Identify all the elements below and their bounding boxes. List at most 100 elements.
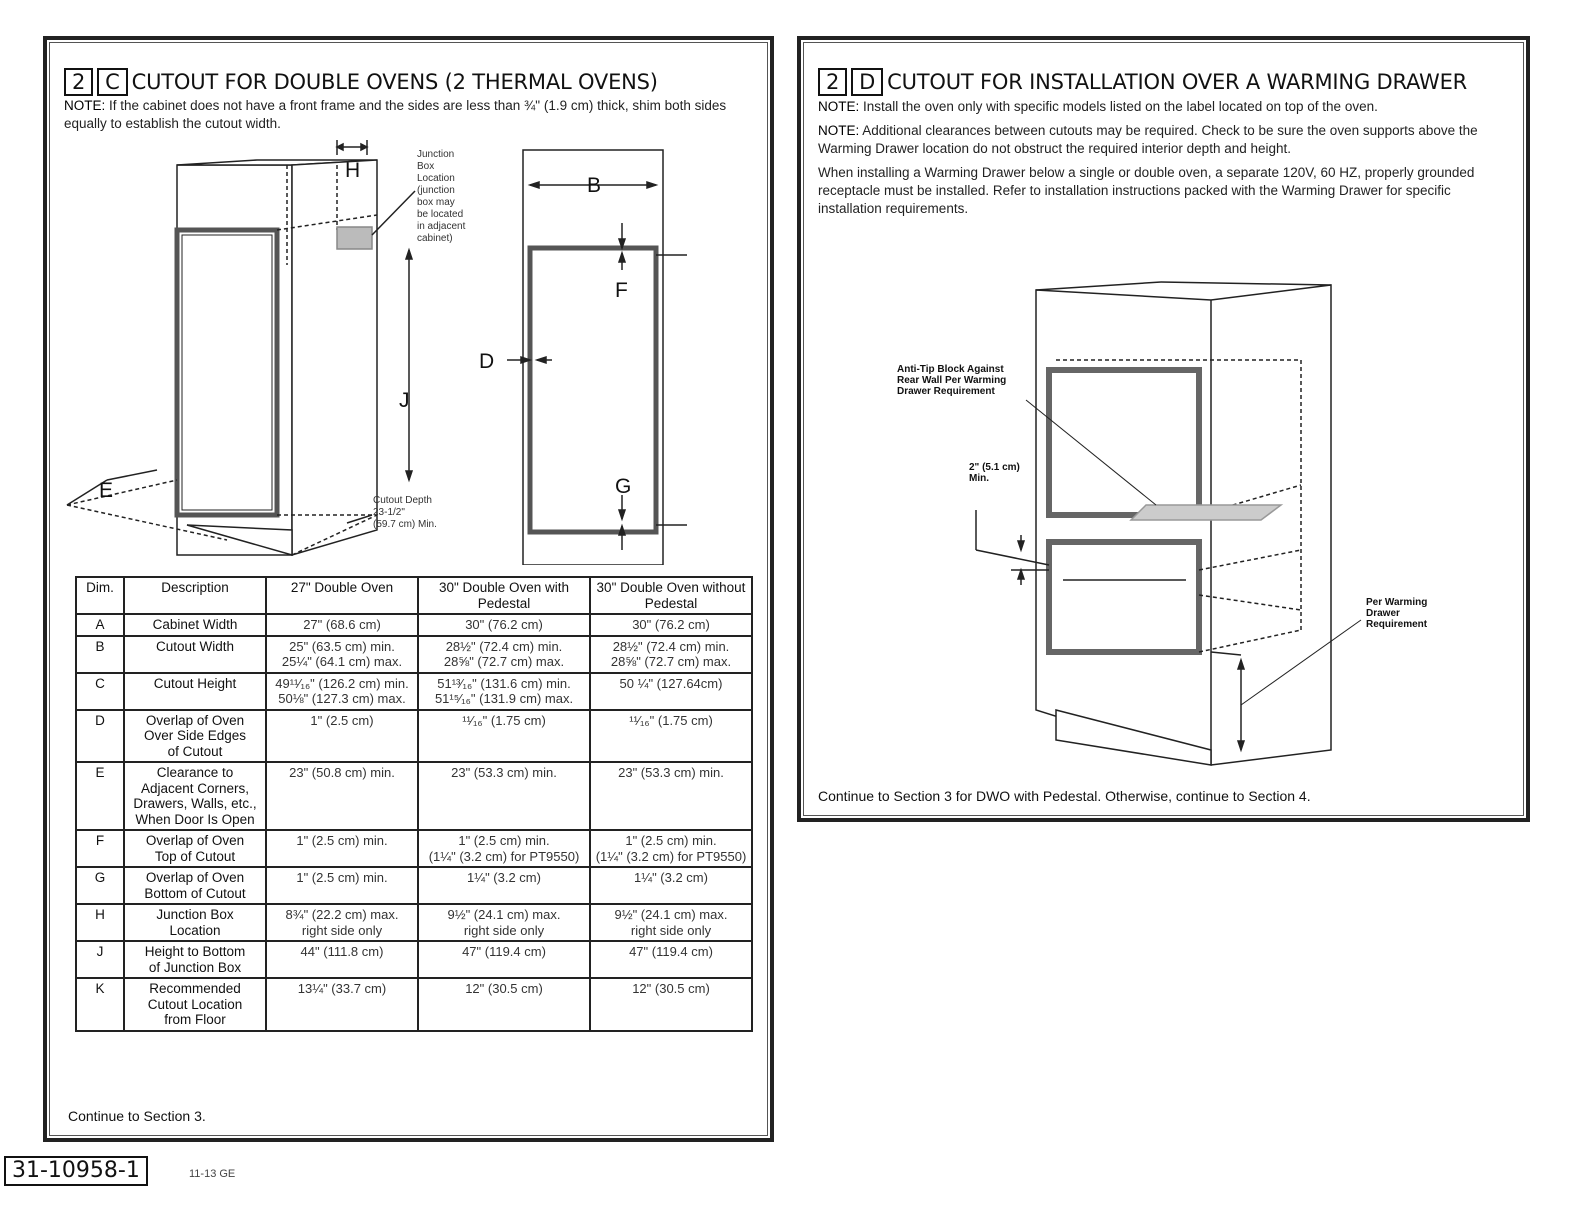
table-cell-c1: 25" (63.5 cm) min. 25¼" (64.1 cm) max. [265, 634, 419, 674]
table-cell-c3: 47" (119.4 cm) [589, 940, 753, 979]
section-2d-note-2: NOTE: Additional clearances between cuto… [818, 122, 1508, 158]
table-cell-c2: 23" (53.3 cm) min. [417, 761, 591, 831]
table-cell-desc: Clearance to Adjacent Corners, Drawers, … [123, 761, 267, 831]
table-cell-c1: 49¹¹⁄₁₆" (126.2 cm) min. 50⅛" (127.3 cm)… [265, 671, 419, 711]
section-title-text: CUTOUT FOR INSTALLATION OVER A WARMING D… [887, 70, 1468, 94]
table-cell-dim: E [75, 761, 125, 831]
table-cell-c2: 9½" (24.1 cm) max. right side only [417, 903, 591, 942]
document-number: 31-10958-1 [4, 1156, 148, 1186]
table-header-cell: 30" Double Oven without Pedestal [589, 576, 753, 615]
table-cell-c1: 1" (2.5 cm) min. [265, 866, 419, 905]
table-cell-dim: K [75, 977, 125, 1032]
table-header-cell: Description [123, 576, 267, 615]
table-cell-dim: D [75, 708, 125, 763]
section-number-box: 2 [818, 68, 848, 96]
table-cell-dim: B [75, 634, 125, 674]
note-text: Additional clearances between cutouts ma… [818, 123, 1478, 156]
section-2c-note: NOTE: If the cabinet does not have a fro… [64, 97, 764, 133]
table-cell-dim: J [75, 940, 125, 979]
table-cell-c1: 27" (68.6 cm) [265, 613, 419, 637]
section-2d-title: 2 D CUTOUT FOR INSTALLATION OVER A WARMI… [818, 68, 1467, 96]
label-g: G [615, 475, 631, 498]
anti-tip-note-line: Anti-Tip Block Against [897, 364, 1004, 375]
table-cell-c3: 1" (2.5 cm) min. (1¼" (3.2 cm) for PT955… [589, 829, 753, 868]
note-text: Install the oven only with specific mode… [863, 99, 1378, 114]
label-h: H [345, 159, 360, 182]
table-cell-desc: Cutout Height [123, 671, 267, 711]
table-cell-desc: Overlap of Oven Bottom of Cutout [123, 866, 267, 905]
section-2d-note-1: NOTE: Install the oven only with specifi… [818, 98, 1508, 116]
table-cell-c2: 47" (119.4 cm) [417, 940, 591, 979]
table-cell-c3: ¹¹⁄₁₆" (1.75 cm) [589, 708, 753, 763]
table-cell-c2: 1" (2.5 cm) min. (1¼" (3.2 cm) for PT955… [417, 829, 591, 868]
table-cell-c1: 1" (2.5 cm) min. [265, 829, 419, 868]
note-label: NOTE: [818, 99, 860, 114]
junction-box-note-line: in adjacent [417, 221, 466, 232]
section-2d-paragraph: When installing a Warming Drawer below a… [818, 165, 1475, 216]
per-warming-note-line: Drawer [1366, 608, 1400, 619]
section-letter-box: D [851, 68, 884, 96]
table-cell-c2: 1¼" (3.2 cm) [417, 866, 591, 905]
table-cell-c2: 28½" (72.4 cm) min. 28⅝" (72.7 cm) max. [417, 634, 591, 674]
section-2c-panel: 2 C CUTOUT FOR DOUBLE OVENS (2 THERMAL O… [43, 36, 774, 1142]
table-cell-desc: Overlap of Oven Over Side Edges of Cutou… [123, 708, 267, 763]
cutout-dimensions-table: Dim. Description 27" Double Oven 30" Dou… [75, 576, 753, 1032]
anti-tip-note-line: Drawer Requirement [897, 386, 995, 397]
table-cell-dim: H [75, 903, 125, 942]
per-warming-note-line: Per Warming [1366, 597, 1427, 608]
label-b: B [587, 174, 601, 197]
table-cell-c1: 8¾" (22.2 cm) max. right side only [265, 903, 419, 942]
table-cell-desc: Overlap of Oven Top of Cutout [123, 829, 267, 868]
table-cell-c3: 30" (76.2 cm) [589, 613, 753, 637]
section-2d-panel: 2 D CUTOUT FOR INSTALLATION OVER A WARMI… [797, 36, 1530, 822]
table-cell-c2: 51¹³⁄₁₆" (131.6 cm) min. 51¹⁵⁄₁₆" (131.9… [417, 671, 591, 711]
table-cell-c1: 1" (2.5 cm) [265, 708, 419, 763]
table-cell-c3: 23" (53.3 cm) min. [589, 761, 753, 831]
junction-box-note-line: Box [417, 161, 434, 172]
table-cell-c1: 44" (111.8 cm) [265, 940, 419, 979]
table-cell-c3: 12" (30.5 cm) [589, 977, 753, 1032]
label-j: J [399, 389, 410, 412]
warming-drawer-diagram: Anti-Tip Block Against Rear Wall Per War… [897, 281, 1428, 766]
table-header-cell: 30" Double Oven with Pedestal [417, 576, 591, 615]
cutout-depth-note-line: 23-1/2" [373, 507, 405, 518]
section-letter-box: C [97, 68, 128, 96]
continue-note: Continue to Section 3. [68, 1108, 206, 1124]
table-cell-c1: 13¼" (33.7 cm) [265, 977, 419, 1032]
table-cell-desc: Height to Bottom of Junction Box [123, 940, 267, 979]
cutout-depth-note-line: (59.7 cm) Min. [373, 519, 437, 530]
table-cell-c2: ¹¹⁄₁₆" (1.75 cm) [417, 708, 591, 763]
label-f: F [615, 279, 628, 302]
section-2c-title: 2 C CUTOUT FOR DOUBLE OVENS (2 THERMAL O… [64, 68, 658, 96]
table-cell-dim: G [75, 866, 125, 905]
table-header-row: Dim. Description 27" Double Oven 30" Dou… [75, 576, 753, 615]
section-number-box: 2 [64, 68, 94, 96]
table-header-cell: 27" Double Oven [265, 576, 419, 615]
table-cell-dim: A [75, 613, 125, 637]
table-header-cell: Dim. [75, 576, 125, 615]
table-cell-dim: F [75, 829, 125, 868]
table-cell-c1: 23" (50.8 cm) min. [265, 761, 419, 831]
table-cell-c3: 28½" (72.4 cm) min. 28⅝" (72.7 cm) max. [589, 634, 753, 674]
table-cell-desc: Cutout Width [123, 634, 267, 674]
junction-box-note-line: box may [417, 197, 455, 208]
table-cell-dim: C [75, 671, 125, 711]
table-cell-c2: 12" (30.5 cm) [417, 977, 591, 1032]
date-brand-code: 11-13 GE [189, 1168, 236, 1180]
table-cell-c3: 50 ¼" (127.64cm) [589, 671, 753, 711]
min-clearance-label: Min. [969, 473, 989, 484]
junction-box-note-line: Location [417, 173, 455, 184]
label-e: E [99, 479, 113, 502]
per-warming-note-line: Requirement [1366, 619, 1428, 630]
table-cell-c3: 9½" (24.1 cm) max. right side only [589, 903, 753, 942]
